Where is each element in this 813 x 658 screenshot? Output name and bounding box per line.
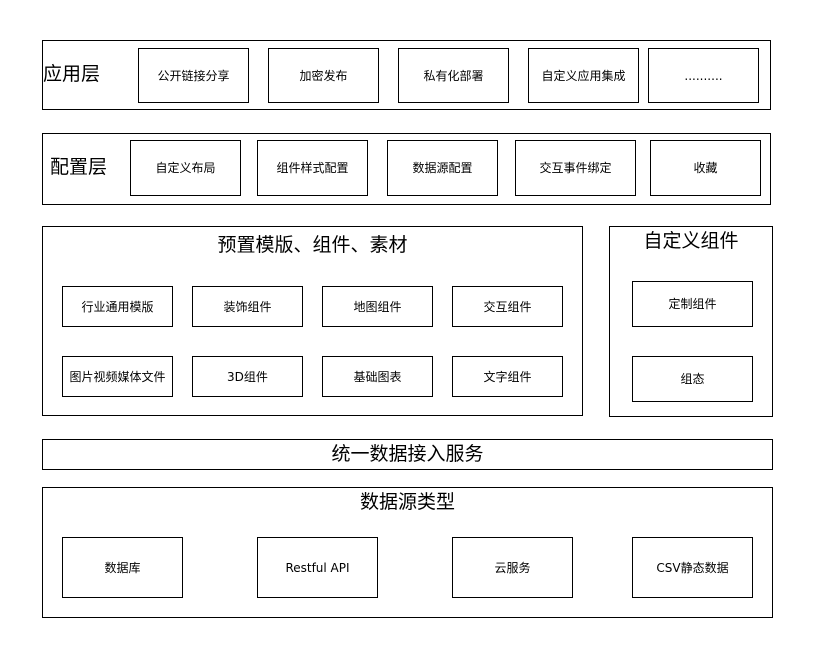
- config-item-event-binding: 交互事件绑定: [515, 140, 636, 196]
- preset-decoration-component: 装饰组件: [192, 286, 303, 327]
- config-item-component-style: 组件样式配置: [257, 140, 368, 196]
- app-item-private-deployment: 私有化部署: [398, 48, 509, 103]
- preset-text-component: 文字组件: [452, 356, 563, 397]
- config-item-custom-layout: 自定义布局: [130, 140, 241, 196]
- data-sources-title: 数据源类型: [359, 491, 455, 513]
- datasource-database: 数据库: [62, 537, 183, 598]
- preset-industry-template: 行业通用模版: [62, 286, 173, 327]
- app-item-ellipsis: ..........: [648, 48, 759, 103]
- preset-basic-charts: 基础图表: [322, 356, 433, 397]
- data-access-frame: [42, 439, 773, 470]
- presets-title: 预置模版、组件、素材: [217, 234, 408, 256]
- config-layer-label: 配置层: [50, 156, 108, 178]
- app-item-public-link-share: 公开链接分享: [138, 48, 249, 103]
- preset-interaction-component: 交互组件: [452, 286, 563, 327]
- app-item-encrypted-publish: 加密发布: [268, 48, 379, 103]
- data-access-title: 统一数据接入服务: [331, 443, 484, 465]
- app-item-custom-app-integration: 自定义应用集成: [528, 48, 639, 103]
- config-item-datasource-config: 数据源配置: [387, 140, 498, 196]
- custom-components-title: 自定义组件: [643, 230, 739, 252]
- preset-media-files: 图片视频媒体文件: [62, 356, 173, 397]
- config-item-favorites: 收藏: [650, 140, 761, 196]
- datasource-cloud-service: 云服务: [452, 537, 573, 598]
- custom-item-tailored-component: 定制组件: [632, 281, 753, 327]
- datasource-csv-static: CSV静态数据: [632, 537, 753, 598]
- preset-3d-component: 3D组件: [192, 356, 303, 397]
- preset-map-component: 地图组件: [322, 286, 433, 327]
- custom-item-configuration: 组态: [632, 356, 753, 402]
- app-layer-label: 应用层: [43, 63, 101, 85]
- datasource-restful-api: Restful API: [257, 537, 378, 598]
